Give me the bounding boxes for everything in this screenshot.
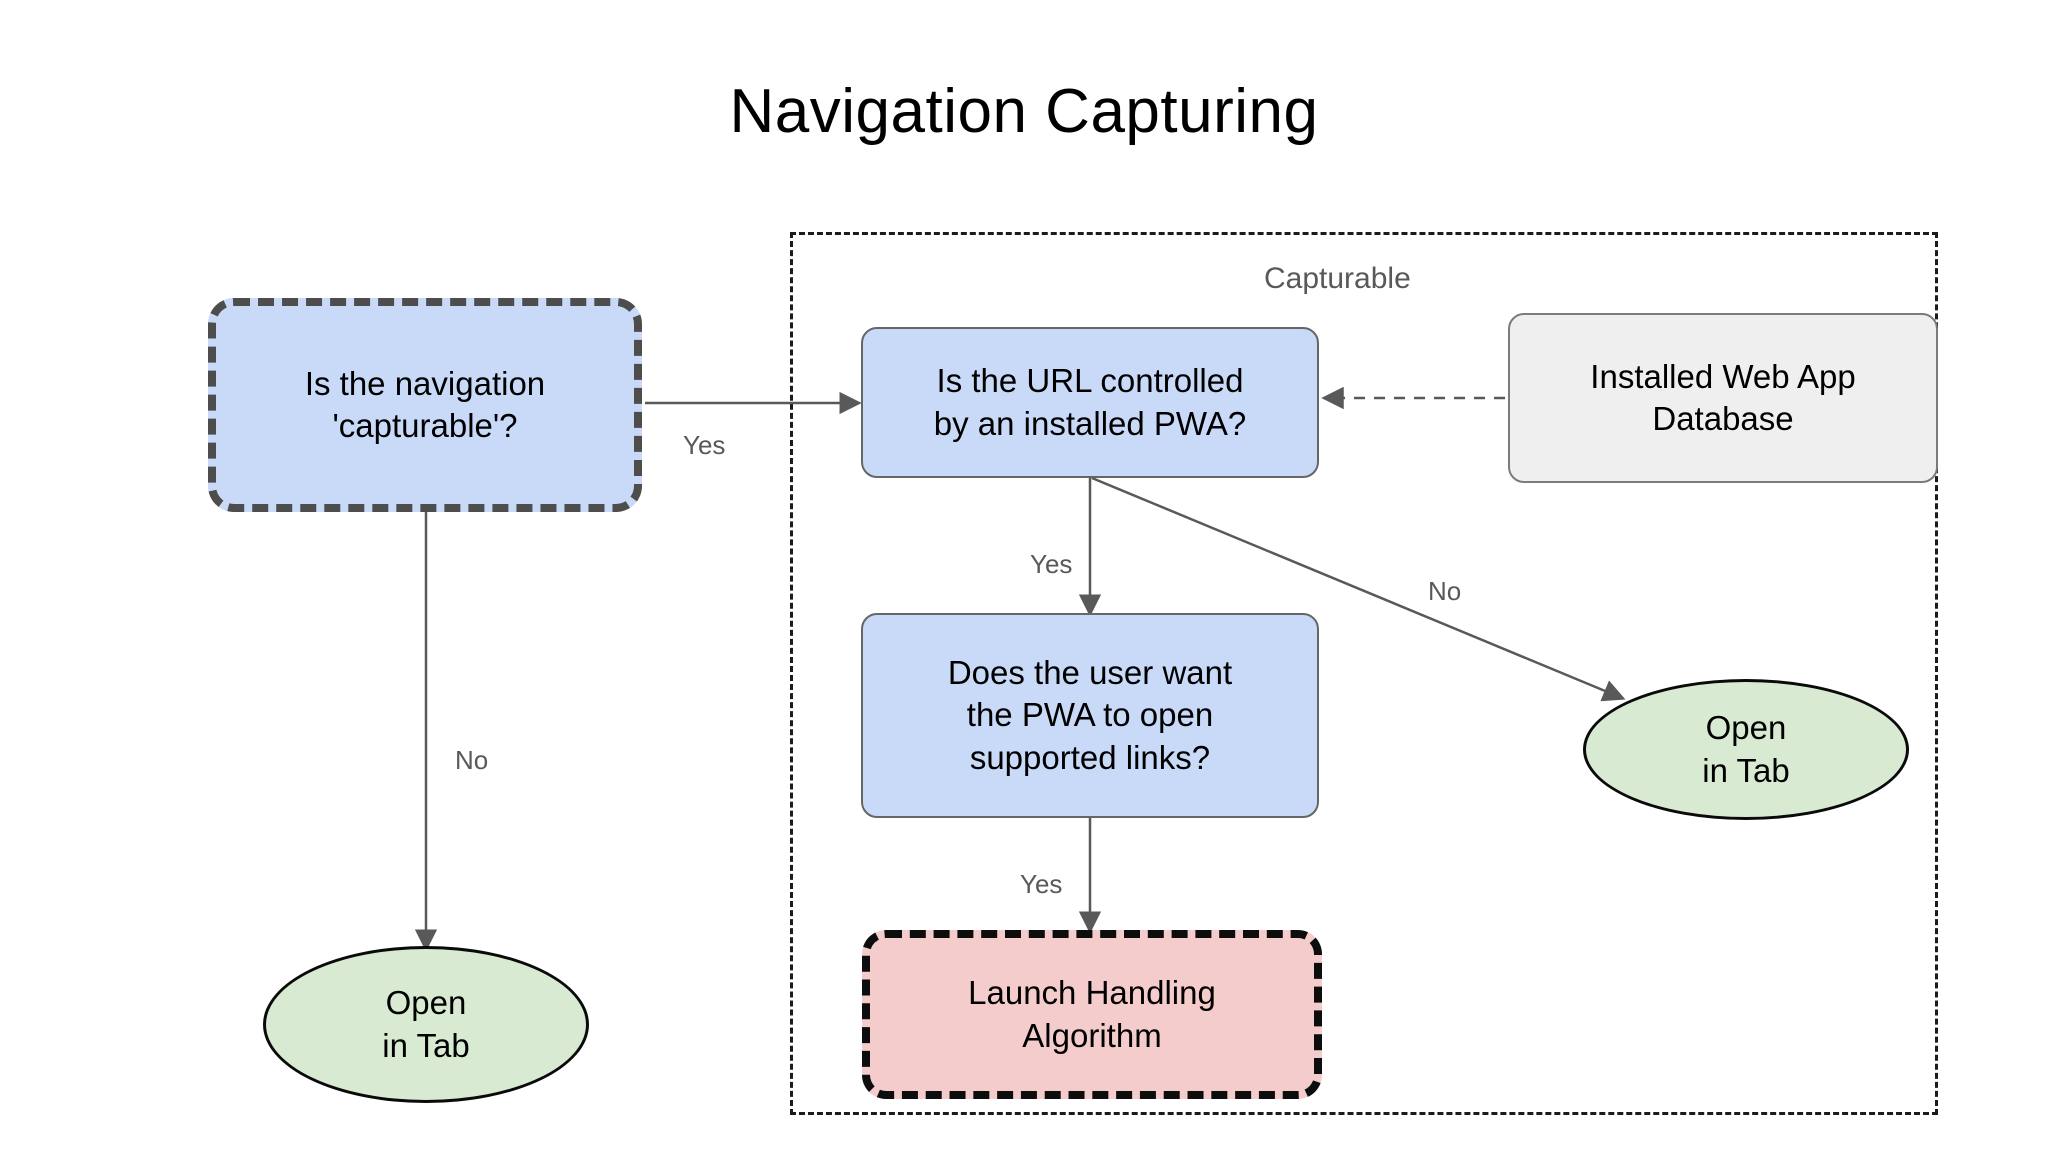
node-open-in-tab-left-line1: Open	[385, 984, 467, 1022]
node-is-navigation-capturable-line1: Is the navigation	[304, 364, 546, 402]
capturable-group-container	[790, 232, 1938, 1115]
node-launch-handling-algorithm-line2: Algorithm	[1022, 1016, 1162, 1054]
node-installed-web-app-database-line1: Installed Web App	[1590, 357, 1856, 395]
node-installed-web-app-database[interactable]: Installed Web App Database	[1508, 313, 1938, 483]
edge-label-capturable-no: No	[455, 745, 489, 775]
node-is-url-controlled-line1: Is the URL controlled	[936, 362, 1244, 400]
node-does-user-want-line2: the PWA to open	[966, 696, 1214, 734]
node-is-url-controlled-line2: by an installed PWA?	[933, 404, 1247, 442]
node-does-user-want-line1: Does the user want	[947, 654, 1233, 692]
node-open-in-tab-left[interactable]: Open in Tab	[263, 946, 589, 1103]
node-launch-handling-algorithm-line1: Launch Handling	[968, 974, 1216, 1012]
node-open-in-tab-right-line2: in Tab	[1702, 751, 1790, 789]
node-launch-handling-algorithm[interactable]: Launch Handling Algorithm	[862, 930, 1322, 1099]
node-open-in-tab-right[interactable]: Open in Tab	[1583, 679, 1909, 820]
node-does-user-want-line3: supported links?	[969, 738, 1211, 776]
node-open-in-tab-left-line2: in Tab	[382, 1026, 470, 1064]
node-is-navigation-capturable-line2: 'capturable'?	[332, 407, 518, 444]
capturable-group-label: Capturable	[1264, 262, 1411, 295]
node-is-navigation-capturable[interactable]: Is the navigation 'capturable'?	[208, 298, 642, 512]
node-installed-web-app-database-line2: Database	[1652, 400, 1794, 437]
edge-label-capturable-yes: Yes	[683, 430, 726, 460]
edge-label-user-yes: Yes	[1020, 869, 1063, 899]
node-does-user-want-pwa-open-links[interactable]: Does the user want the PWA to open suppo…	[861, 613, 1319, 818]
edge-label-url-yes: Yes	[1030, 549, 1073, 579]
edge-label-url-no: No	[1428, 576, 1462, 606]
node-open-in-tab-right-line1: Open	[1705, 709, 1787, 747]
page-title: Navigation Capturing	[729, 77, 1319, 146]
node-is-url-controlled-by-installed-pwa[interactable]: Is the URL controlled by an installed PW…	[861, 327, 1319, 478]
